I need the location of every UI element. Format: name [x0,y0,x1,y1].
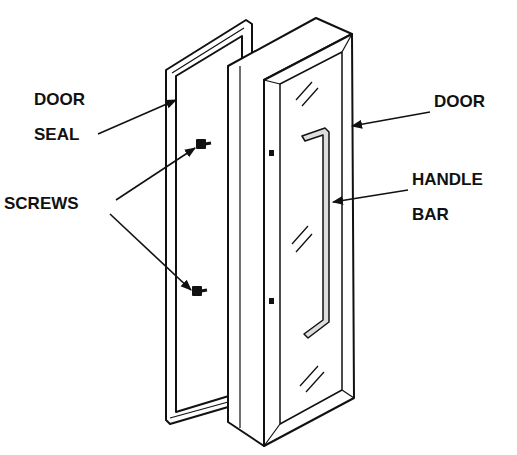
part-label: DOOR SEAL [34,82,96,152]
screw [193,287,207,295]
handle-bar [302,128,329,338]
door-glass [280,52,342,424]
leader-line [98,100,430,290]
door-front [264,34,354,446]
door-side [228,18,352,446]
part-label: HANDLE BAR [412,162,512,232]
part-label: DOOR [434,84,514,119]
glass-reflection [292,82,324,392]
part-label: SCREWS [4,186,114,221]
screw [197,140,211,148]
